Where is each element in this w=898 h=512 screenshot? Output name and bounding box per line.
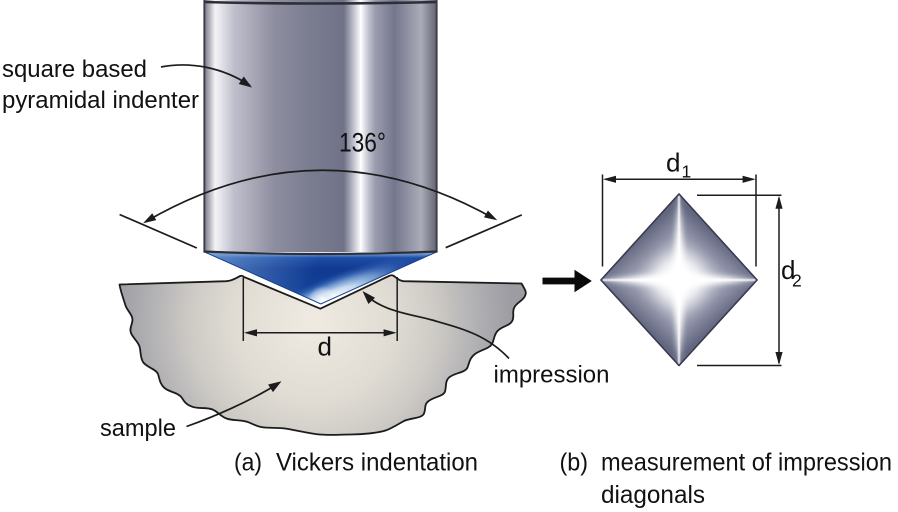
svg-text:Vickers indentation: Vickers indentation	[276, 449, 478, 477]
svg-text:sample: sample	[100, 415, 176, 442]
svg-text:(b): (b)	[560, 449, 589, 477]
svg-text:diagonals: diagonals	[601, 481, 705, 509]
svg-text:1: 1	[682, 162, 692, 182]
svg-text:136°: 136°	[339, 128, 386, 158]
svg-text:impression: impression	[494, 362, 610, 389]
svg-text:square based: square based	[2, 56, 147, 83]
svg-text:measurement of impression: measurement of impression	[601, 449, 892, 477]
svg-text:2: 2	[792, 271, 802, 291]
svg-text:d: d	[781, 255, 795, 285]
svg-text:pyramidal indenter: pyramidal indenter	[2, 87, 199, 114]
svg-text:d: d	[318, 332, 332, 362]
svg-text:d: d	[666, 148, 680, 178]
svg-text:(a): (a)	[234, 449, 262, 477]
